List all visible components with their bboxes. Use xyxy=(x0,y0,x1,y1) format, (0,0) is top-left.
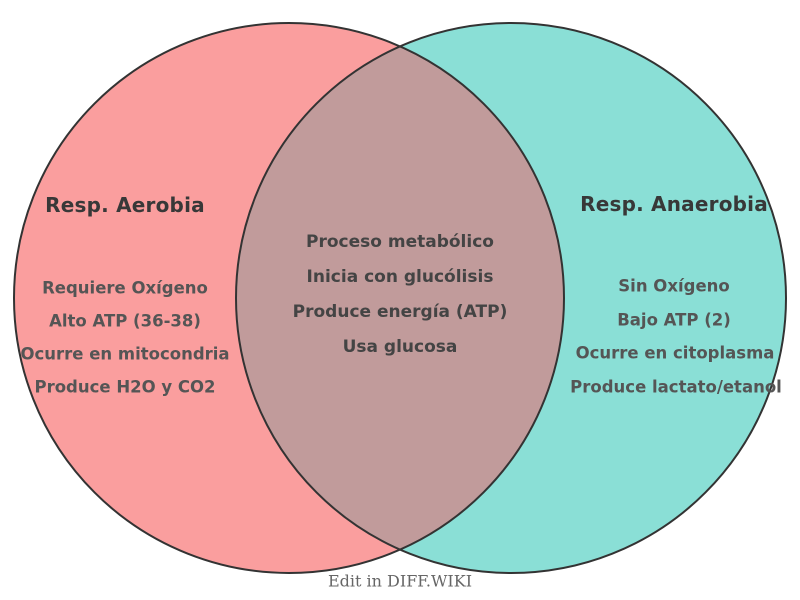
left-circle-title: Resp. Aerobia xyxy=(45,193,205,217)
intersection-region-fill xyxy=(236,23,564,573)
intersection-item-4: Usa glucosa xyxy=(342,337,458,357)
intersection-item-2: Inicia con glucólisis xyxy=(306,267,494,287)
left-item-1: Requiere Oxígeno xyxy=(42,278,208,298)
right-item-1: Sin Oxígeno xyxy=(618,276,730,296)
intersection-item-1: Proceso metabólico xyxy=(306,232,494,252)
right-circle-title: Resp. Anaerobia xyxy=(580,192,768,216)
left-item-4: Produce H2O y CO2 xyxy=(34,377,216,397)
left-item-2: Alto ATP (36-38) xyxy=(49,311,201,331)
right-item-4: Produce lactato/etanol xyxy=(570,377,782,397)
right-circle-outline xyxy=(235,22,787,574)
right-item-3: Ocurre en citoplasma xyxy=(575,343,775,363)
left-item-3: Ocurre en mitocondria xyxy=(20,344,230,364)
right-item-2: Bajo ATP (2) xyxy=(617,310,731,330)
edit-in-diffwiki-link[interactable]: Edit in DIFF.WIKI xyxy=(327,571,473,591)
intersection-item-3: Produce energía (ATP) xyxy=(292,302,508,322)
left-circle-outline xyxy=(13,22,565,574)
